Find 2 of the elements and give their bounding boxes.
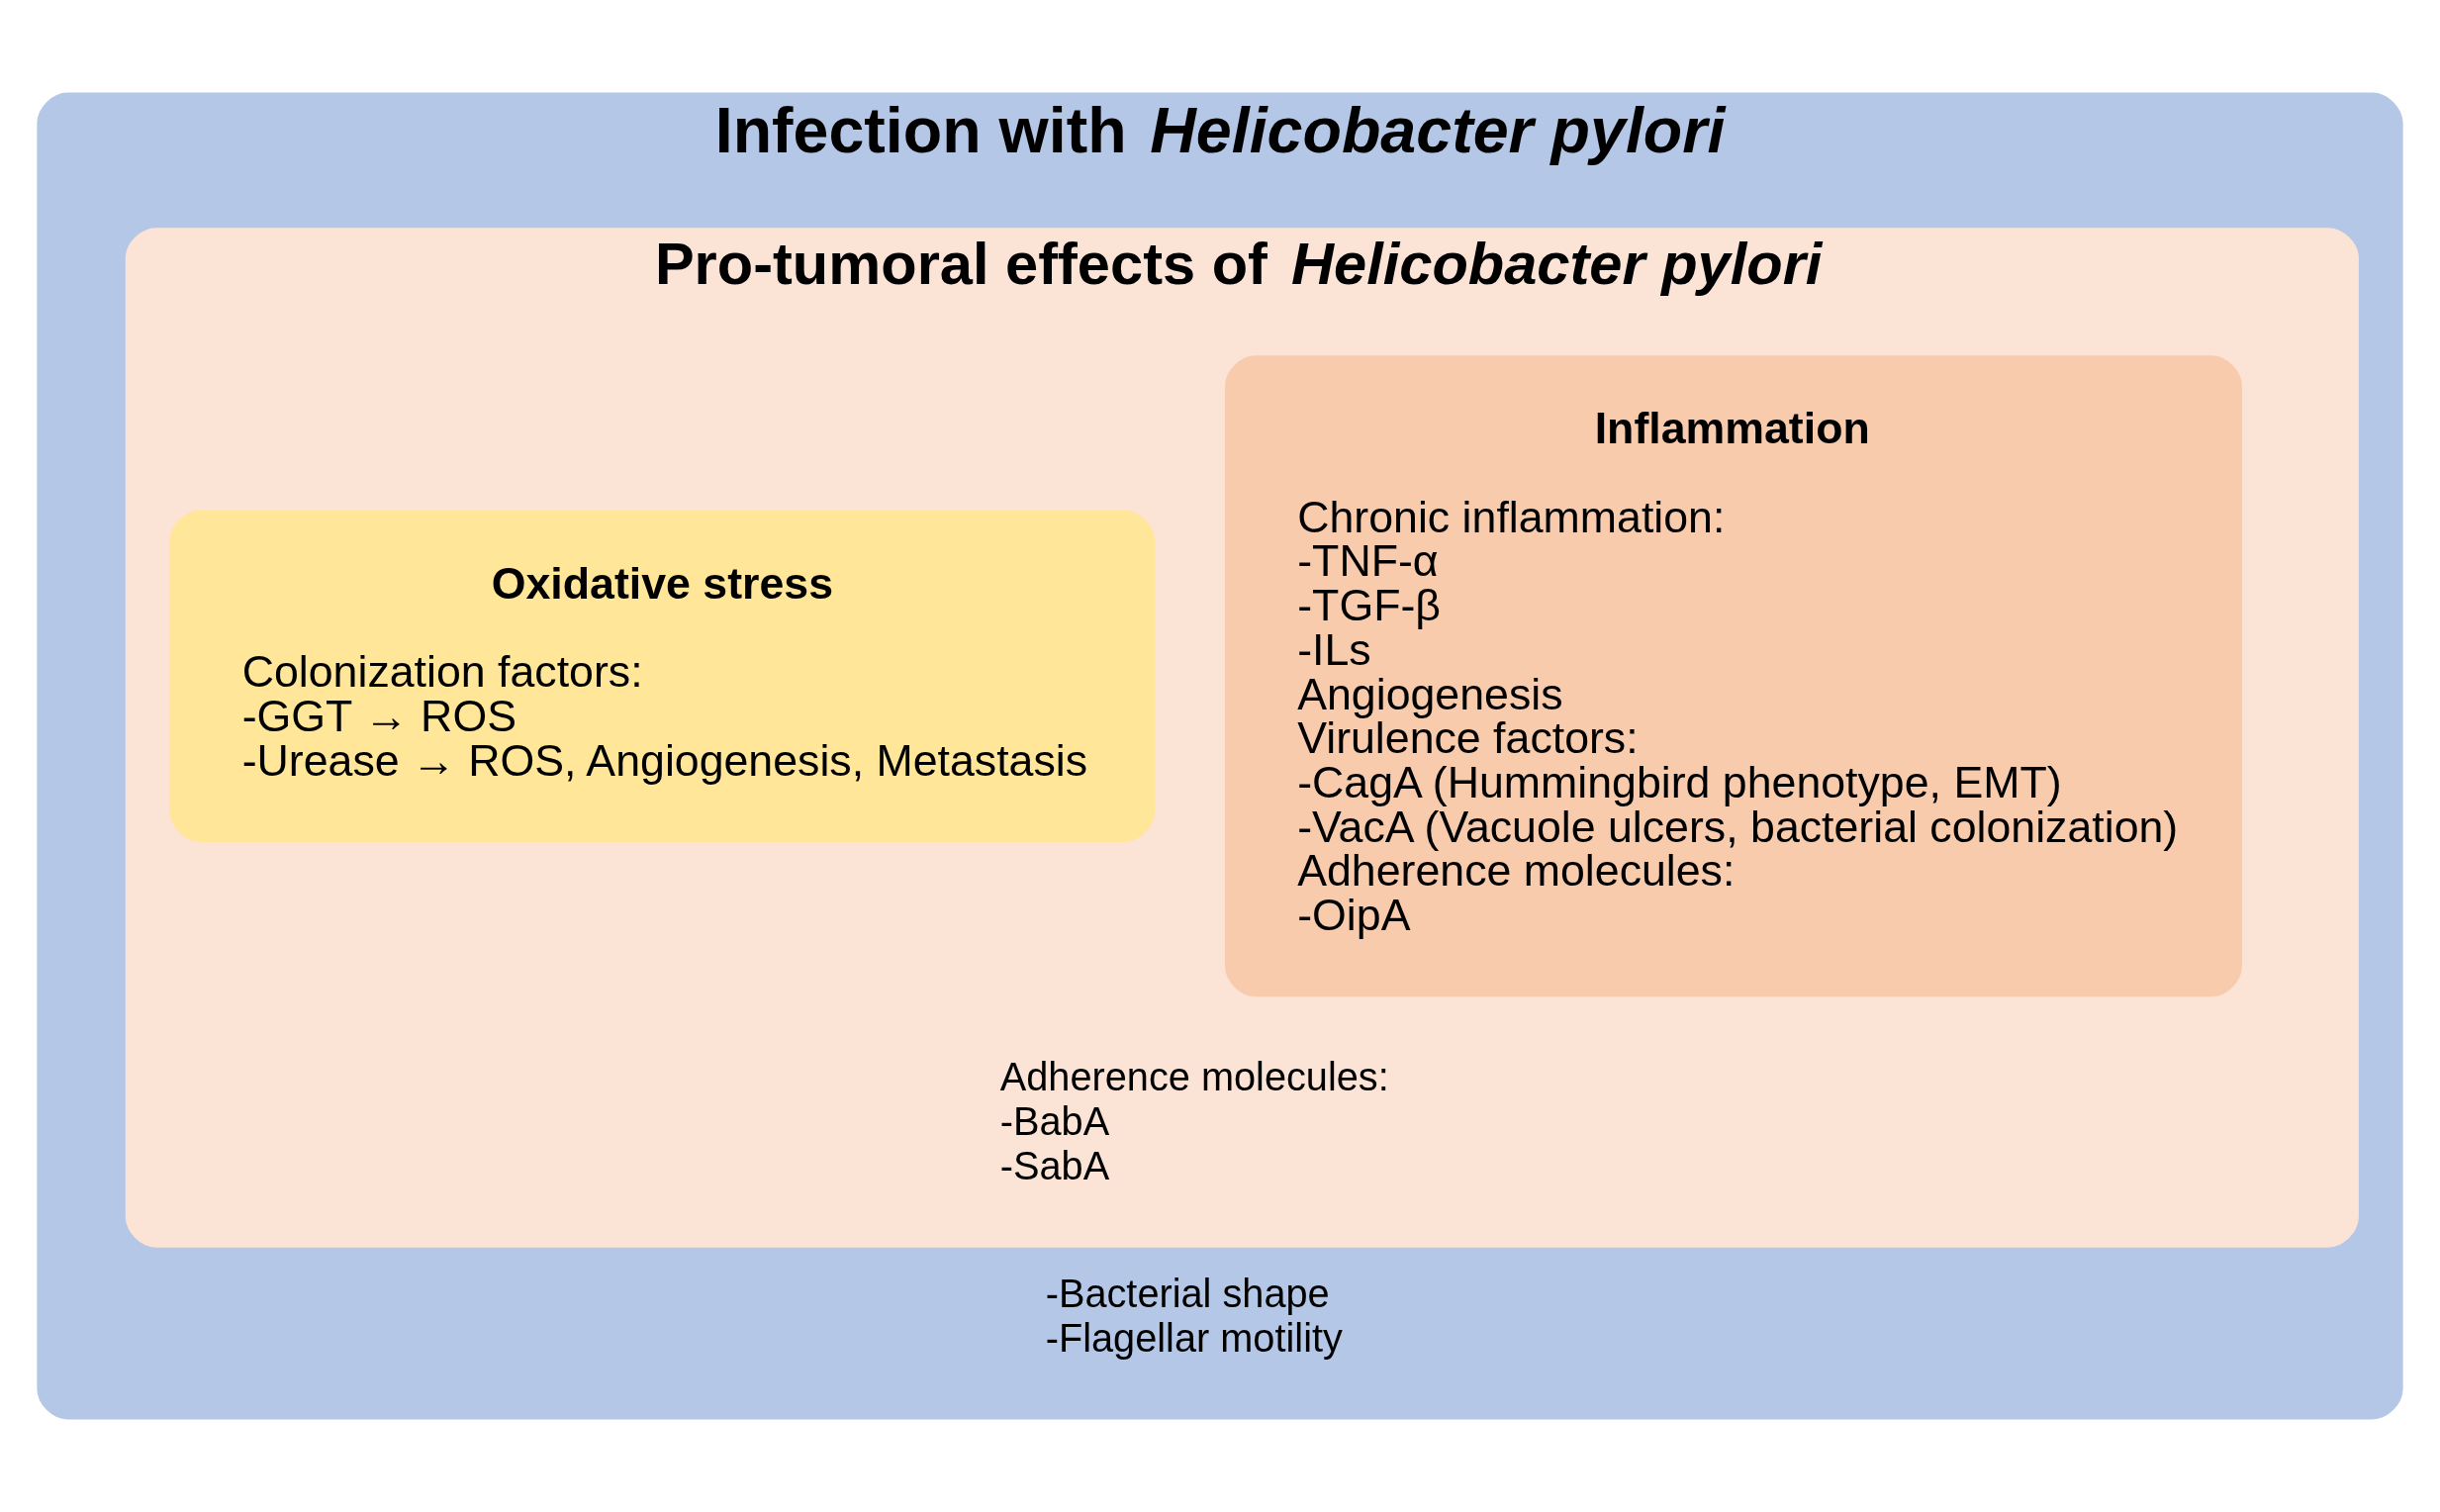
- node-box: Oxidative stress Colonization factors: -GGT → ROS -Urease → ROS, Angiogenesis, Metastasis: [169, 510, 1156, 842]
- node-box: Inflammation Chronic inflammation: -TNF-α -TGF-β -ILs Angiogenesis Virulence factors: -CagA (Hummingbird phenotype, EMT) -VacA (Vacuole ulcers, bacterial colonization) Adherence molecules: -OipA: [1224, 355, 2242, 997]
